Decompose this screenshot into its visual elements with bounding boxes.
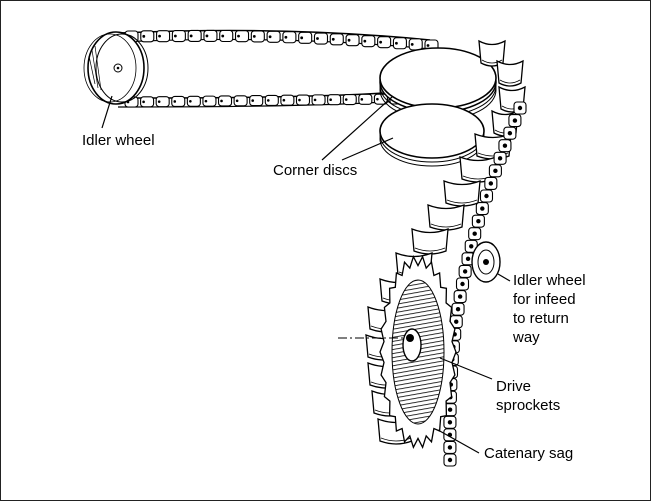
top-chain-links-lower xyxy=(125,94,403,107)
chain-pin xyxy=(379,41,382,44)
plate-link xyxy=(497,61,523,86)
chain-pin xyxy=(411,43,414,46)
chain-pin xyxy=(345,98,348,101)
chain-pin xyxy=(316,37,319,40)
label-drive-sprockets-line1: Drive xyxy=(496,377,596,396)
label-idler-wheel-infeed: Idler wheel for infeed to return way xyxy=(513,271,613,347)
chain-pin xyxy=(395,42,398,45)
plate-link xyxy=(444,181,480,206)
chain-pin xyxy=(329,98,332,101)
plate-link xyxy=(428,205,464,230)
chain-pin xyxy=(220,100,223,103)
chain-pin xyxy=(332,38,335,41)
chain-pin xyxy=(284,36,287,39)
chain-pin xyxy=(314,99,317,102)
chain-pin xyxy=(189,100,192,103)
chain-pin xyxy=(253,35,256,38)
chain-pin xyxy=(267,99,270,102)
chain-pin xyxy=(158,35,161,38)
drive-sprockets xyxy=(338,257,456,448)
return-pin xyxy=(503,144,507,148)
return-pin xyxy=(489,181,493,185)
return-pin xyxy=(493,169,497,173)
label-idler-wheel-infeed-line4: way xyxy=(513,328,613,347)
chain-pin xyxy=(283,99,286,102)
label-drive-sprockets: Drive sprockets xyxy=(496,377,596,415)
chain-pin xyxy=(142,101,145,104)
chain-pin xyxy=(221,35,224,38)
return-pin xyxy=(513,118,517,122)
label-idler-wheel: Idler wheel xyxy=(82,131,155,150)
label-idler-wheel-infeed-line3: to return xyxy=(513,309,613,328)
chain-pin xyxy=(206,35,209,38)
chain-pin xyxy=(251,99,254,102)
return-pin xyxy=(508,131,512,135)
idler-wheel-infeed xyxy=(472,242,500,282)
return-pin xyxy=(458,294,462,298)
chain-pin xyxy=(173,100,176,103)
return-pin xyxy=(469,244,473,248)
idler-wheel-left xyxy=(84,32,148,104)
return-pin xyxy=(466,257,470,261)
label-idler-wheel-infeed-line2: for infeed xyxy=(513,290,613,309)
chain-pin xyxy=(300,36,303,39)
return-pin xyxy=(448,445,452,449)
chain-pin xyxy=(174,35,177,38)
return-pin xyxy=(448,408,452,412)
chain-pin xyxy=(237,35,240,38)
label-idler-wheel-infeed-line1: Idler wheel xyxy=(513,271,613,290)
return-pin xyxy=(518,106,522,110)
chain-pin xyxy=(269,35,272,38)
return-pin xyxy=(498,156,502,160)
chain-pin xyxy=(376,98,379,101)
chain-pin xyxy=(142,35,145,38)
corner-disc-lower xyxy=(380,104,484,166)
return-pin xyxy=(472,232,476,236)
return-pin xyxy=(480,206,484,210)
label-corner-discs: Corner discs xyxy=(273,161,357,180)
return-pin xyxy=(463,269,467,273)
chain-pin xyxy=(158,100,161,103)
return-pin xyxy=(454,320,458,324)
chain-pin xyxy=(236,99,239,102)
chain-pin xyxy=(363,40,366,43)
plate-link xyxy=(412,229,448,254)
chain-pin xyxy=(348,39,351,42)
return-pin xyxy=(448,420,452,424)
return-pin xyxy=(476,219,480,223)
chain-pin xyxy=(298,99,301,102)
return-pin xyxy=(460,282,464,286)
chain-pin xyxy=(427,44,430,47)
chain-pin xyxy=(190,35,193,38)
chain-pin xyxy=(361,98,364,101)
label-drive-sprockets-line2: sprockets xyxy=(496,396,596,415)
return-pin xyxy=(448,458,452,462)
return-pin xyxy=(484,194,488,198)
label-catenary-sag: Catenary sag xyxy=(484,444,573,463)
chain-pin xyxy=(205,100,208,103)
return-pin xyxy=(456,307,460,311)
